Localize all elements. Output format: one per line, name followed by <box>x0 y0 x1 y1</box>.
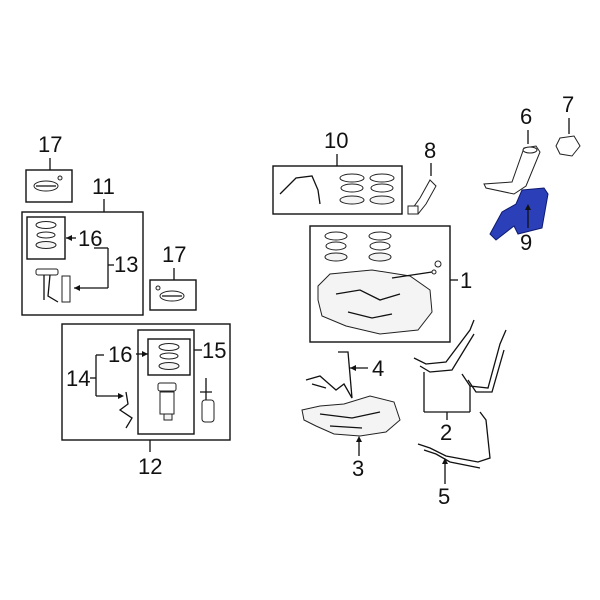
callout-16-upper: 16 <box>78 226 102 251</box>
part-10-group[interactable]: 10 <box>272 128 403 215</box>
clip <box>57 175 63 181</box>
part-17-top-group[interactable]: 17 <box>25 132 73 203</box>
tank-protector <box>301 395 401 437</box>
gasket <box>158 343 180 351</box>
gasket <box>369 241 391 251</box>
gasket <box>159 352 179 360</box>
gasket <box>339 173 365 183</box>
part-4-group[interactable]: 4 <box>305 351 384 399</box>
callout-8: 8 <box>424 138 436 163</box>
fitting <box>431 269 437 275</box>
callout-10: 10 <box>324 128 348 153</box>
vent-tube <box>279 175 321 205</box>
gasket <box>369 195 395 205</box>
part-7-group[interactable]: 7 <box>555 92 581 157</box>
bracket <box>305 351 353 399</box>
sender-arm <box>43 274 59 303</box>
protector-detail <box>319 411 381 429</box>
inner-box <box>26 216 66 260</box>
callout-16-lower: 16 <box>108 342 132 367</box>
pump-box <box>137 329 195 435</box>
part-9-highlighted-group[interactable]: 9 <box>489 187 549 255</box>
callout-9: 9 <box>520 230 532 255</box>
callout-17-top: 17 <box>38 132 62 157</box>
part-2-group[interactable]: 2 <box>413 319 507 445</box>
callout-13: 13 <box>114 252 138 277</box>
callout-17-mid: 17 <box>162 242 186 267</box>
callout-5: 5 <box>438 484 450 509</box>
part-6-group[interactable]: 6 <box>483 104 541 195</box>
callout-11: 11 <box>92 174 115 199</box>
part-11-group[interactable]: 11 16 13 <box>21 174 144 316</box>
part-17-mid-group[interactable]: 17 <box>149 242 197 311</box>
arrow-head <box>66 235 72 241</box>
arrow-head <box>74 285 80 291</box>
filter-cap <box>35 268 59 276</box>
callout-1: 1 <box>460 268 472 293</box>
pump-body <box>159 391 175 415</box>
vent-line <box>391 271 433 279</box>
gasket <box>339 195 365 205</box>
tank-strap-right <box>461 329 507 393</box>
part-5-group[interactable]: 5 <box>417 411 491 509</box>
clip <box>155 285 161 291</box>
part-8-group[interactable]: 8 <box>407 138 437 215</box>
strap <box>417 411 491 469</box>
hose-clamp <box>407 205 419 215</box>
gasket <box>35 221 57 229</box>
arrow-head <box>118 393 124 399</box>
callout-15: 15 <box>202 338 226 363</box>
arrow-head <box>350 365 356 371</box>
part-box <box>272 165 403 215</box>
gasket <box>369 173 395 183</box>
gasket <box>324 252 348 262</box>
gasket <box>340 183 364 193</box>
callout-14: 14 <box>66 366 90 391</box>
part-box <box>21 211 144 316</box>
callout-2: 2 <box>440 420 452 445</box>
callout-12: 12 <box>138 454 162 479</box>
gasket <box>368 252 392 262</box>
gasket <box>370 183 394 193</box>
filler-pipe <box>483 145 541 195</box>
tank-detail <box>335 289 401 319</box>
callout-4: 4 <box>372 356 384 381</box>
part-3-group[interactable]: 3 <box>301 395 401 481</box>
part-12-group[interactable]: 16 15 14 12 <box>61 323 231 479</box>
gasket <box>35 241 57 249</box>
wire-harness <box>118 391 133 429</box>
part-box <box>309 225 451 343</box>
part-box <box>61 323 231 441</box>
gasket <box>325 241 347 251</box>
fuel-tank <box>317 269 433 335</box>
part-box <box>149 279 197 311</box>
gasket <box>368 231 392 241</box>
arrow-head <box>442 458 448 464</box>
sender-rod <box>200 378 212 400</box>
gasket <box>158 362 180 370</box>
callout-3: 3 <box>352 456 364 481</box>
filler-neck <box>522 146 538 154</box>
callout-7: 7 <box>562 92 574 117</box>
pump-cap <box>157 382 177 392</box>
fitting <box>434 260 442 268</box>
part-1-group[interactable]: 1 <box>309 225 472 343</box>
callout-6: 6 <box>520 104 532 129</box>
part-box <box>25 169 73 203</box>
gasket <box>324 231 348 241</box>
sender-float <box>201 399 215 423</box>
arrow-head <box>356 436 362 442</box>
fuel-cap <box>555 135 581 157</box>
inner-box <box>147 338 191 376</box>
pump-filter <box>163 413 173 421</box>
sender-bracket <box>61 275 71 303</box>
tank-strap-left <box>413 319 475 373</box>
gasket <box>36 231 56 239</box>
highlighted-shield[interactable] <box>489 187 549 241</box>
arrow-head <box>525 204 531 210</box>
arrow-head <box>142 351 148 357</box>
